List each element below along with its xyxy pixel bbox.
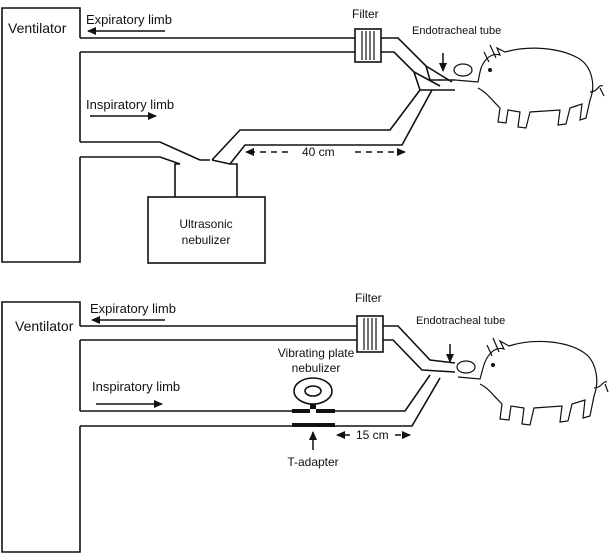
filter (354, 28, 382, 63)
tube-label-2: Endotracheal tube (416, 315, 505, 327)
distance-label: 40 cm (302, 145, 335, 159)
top-panel: Ventilator Filter Expiratory limb Inspir… (1, 7, 605, 264)
nebulizer-funnel (174, 159, 238, 197)
pig-illustration-2 (456, 337, 609, 426)
expiratory-tube-2 (80, 325, 456, 373)
t-adapter-top (292, 404, 335, 413)
filter-label-2: Filter (355, 291, 382, 305)
ventilator-box-top (1, 7, 81, 263)
inspiratory-label-2: Inspiratory limb (92, 379, 180, 394)
ventilator-label-2: Ventilator (15, 318, 74, 334)
bottom-panel: Ventilator Filter Expiratory limb Inspir… (1, 291, 609, 553)
pig-illustration (453, 44, 605, 129)
inspiratory-tube (80, 89, 433, 165)
nebulizer-label-1: Ultrasonic (179, 217, 232, 231)
expiratory-tube (80, 37, 453, 87)
nebulizer-label-2: nebulizer (182, 233, 231, 247)
filter-lines-2 (363, 318, 377, 350)
filter-2 (356, 315, 384, 353)
ventilator-label: Ventilator (8, 20, 67, 36)
distance-label-2: 15 cm (356, 428, 389, 442)
filter-label: Filter (352, 7, 379, 21)
t-adapter-bottom (292, 423, 335, 427)
ultrasonic-nebulizer (147, 196, 266, 264)
nebulizer-label-2b: nebulizer (292, 361, 341, 375)
tube-label: Endotracheal tube (412, 25, 501, 37)
inspiratory-tube-2 (80, 374, 441, 427)
filter-lines (361, 31, 375, 60)
nebulizer-label-1b: Vibrating plate (278, 346, 355, 360)
vibrating-nebulizer-inner (304, 385, 322, 397)
y-piece (413, 65, 455, 91)
ventilator-box-bottom (1, 301, 81, 553)
inspiratory-label: Inspiratory limb (86, 97, 174, 112)
expiratory-label: Expiratory limb (86, 12, 172, 27)
vibrating-nebulizer-outer (293, 377, 333, 405)
expiratory-label-2: Expiratory limb (90, 301, 176, 316)
t-adapter-label: T-adapter (287, 455, 338, 469)
